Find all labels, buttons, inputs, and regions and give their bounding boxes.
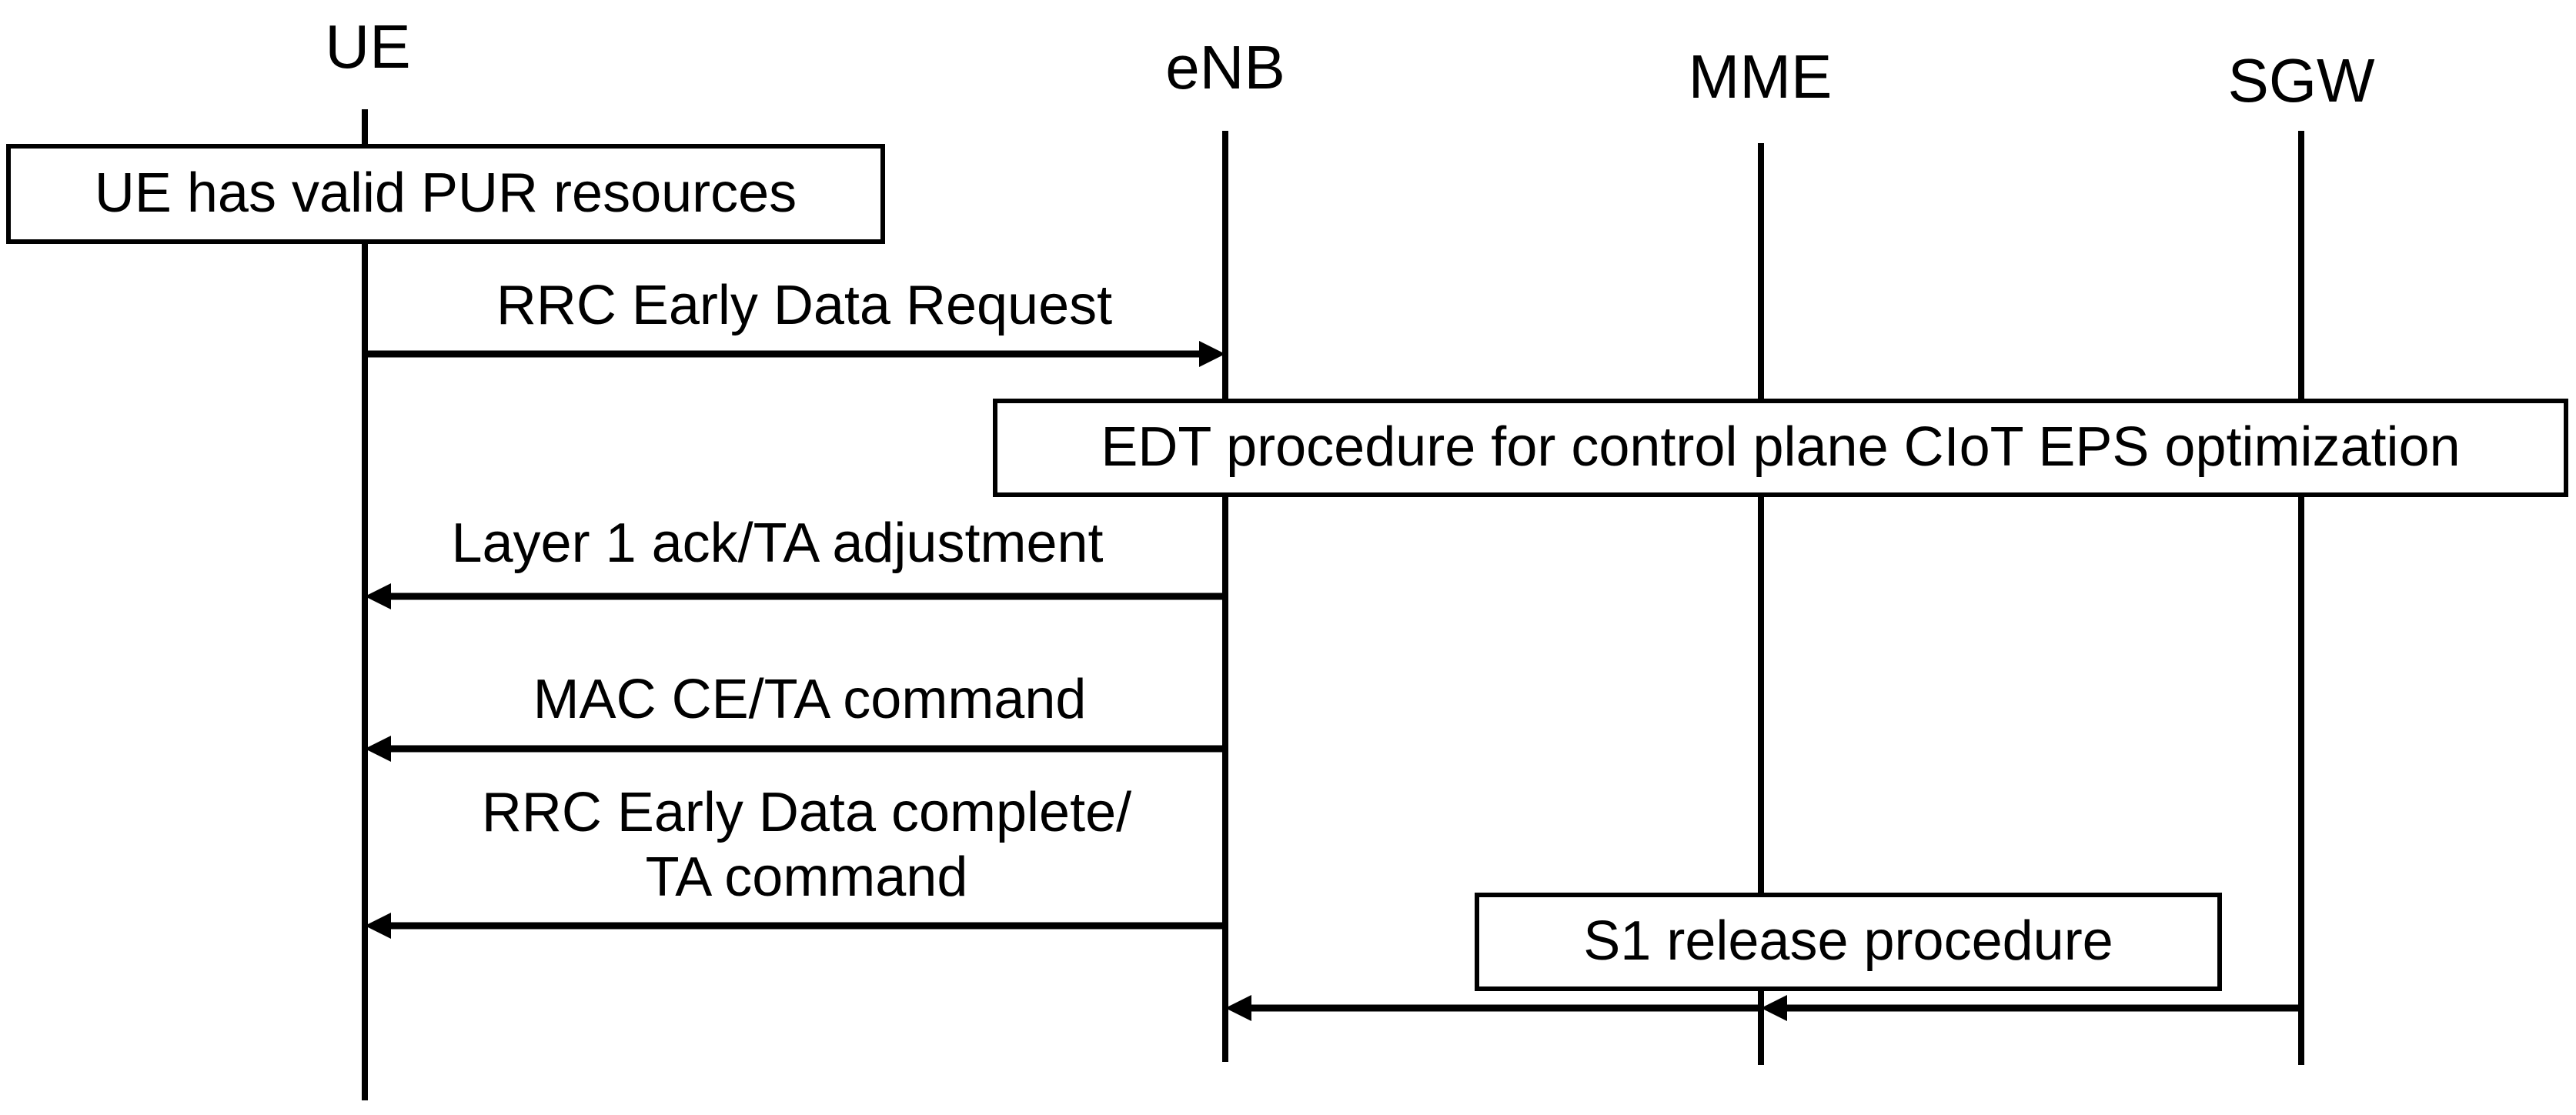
entity-label-enb: eNB	[1165, 33, 1285, 102]
entity-label-sgw: SGW	[2227, 46, 2375, 115]
arrowhead-left-icon	[1761, 995, 1787, 1021]
message-label-rrc-early-data-request: RRC Early Data Request	[496, 275, 1113, 336]
message-label-mac-ce-ta-command: MAC CE/TA command	[533, 669, 1087, 730]
note-s1-release: S1 release procedure	[1475, 893, 2222, 991]
note-s1-release-text: S1 release procedure	[1583, 910, 2113, 973]
entity-label-ue: UE	[325, 12, 411, 81]
arrow-rrc-early-data-request	[365, 341, 1225, 367]
message-label-layer1-ack-ta-adjustment: Layer 1 ack/TA adjustment	[451, 512, 1104, 574]
lifeline-enb	[1222, 131, 1228, 1062]
arrow-shaft	[386, 922, 1225, 930]
arrow-sgw-to-mme	[1761, 995, 2301, 1021]
note-edt-procedure: EDT procedure for control plane CIoT EPS…	[993, 399, 2568, 497]
arrow-mme-to-enb	[1225, 995, 1761, 1021]
arrow-shaft	[386, 593, 1225, 600]
arrow-shaft	[1782, 1004, 2301, 1012]
arrowhead-right-icon	[1199, 341, 1225, 367]
arrow-layer1-ack-ta-adjustment	[365, 583, 1225, 609]
arrow-shaft	[1247, 1004, 1761, 1012]
lifeline-mme	[1758, 143, 1764, 1065]
note-ue-valid-pur: UE has valid PUR resources	[6, 144, 885, 244]
arrowhead-left-icon	[365, 583, 391, 609]
note-ue-valid-pur-text: UE has valid PUR resources	[94, 162, 797, 225]
entity-label-mme: MME	[1688, 42, 1833, 111]
arrowhead-left-icon	[365, 913, 391, 939]
arrowhead-left-icon	[365, 736, 391, 762]
arrow-shaft	[386, 745, 1225, 753]
arrow-shaft	[365, 350, 1204, 358]
message-label-rrc-early-data-complete-ta-command: RRC Early Data complete/ TA command	[481, 782, 1132, 908]
arrowhead-left-icon	[1225, 995, 1251, 1021]
note-edt-procedure-text: EDT procedure for control plane CIoT EPS…	[1101, 416, 2461, 479]
arrow-rrc-early-data-complete	[365, 913, 1225, 939]
arrow-mac-ce-ta-command	[365, 736, 1225, 762]
lifeline-sgw	[2298, 131, 2304, 1065]
